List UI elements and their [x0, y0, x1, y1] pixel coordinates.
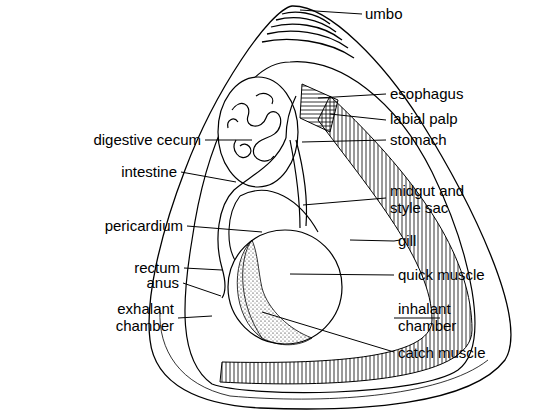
mantle	[185, 62, 475, 393]
part-label: intestine	[121, 163, 177, 180]
shell	[149, 6, 511, 409]
part-label: umbo	[365, 5, 403, 22]
part-label: exhalant chamber	[102, 300, 174, 334]
part-label: stomach	[390, 131, 447, 148]
part-label: rectum	[134, 259, 180, 276]
part-label: esophagus	[390, 85, 463, 102]
part-label: labial palp	[390, 110, 458, 127]
part-label: catch muscle	[398, 344, 486, 361]
part-label: midgut and style sac	[390, 182, 482, 216]
part-label: quick muscle	[398, 266, 485, 283]
adductor-muscle	[228, 230, 342, 345]
part-label: digestive cecum	[93, 131, 201, 148]
part-label: anus	[146, 274, 179, 291]
part-label: pericardium	[105, 217, 183, 234]
digestive-cecum	[218, 77, 298, 187]
part-label: inhalant chamber	[398, 300, 470, 334]
part-label: gill	[398, 232, 416, 249]
